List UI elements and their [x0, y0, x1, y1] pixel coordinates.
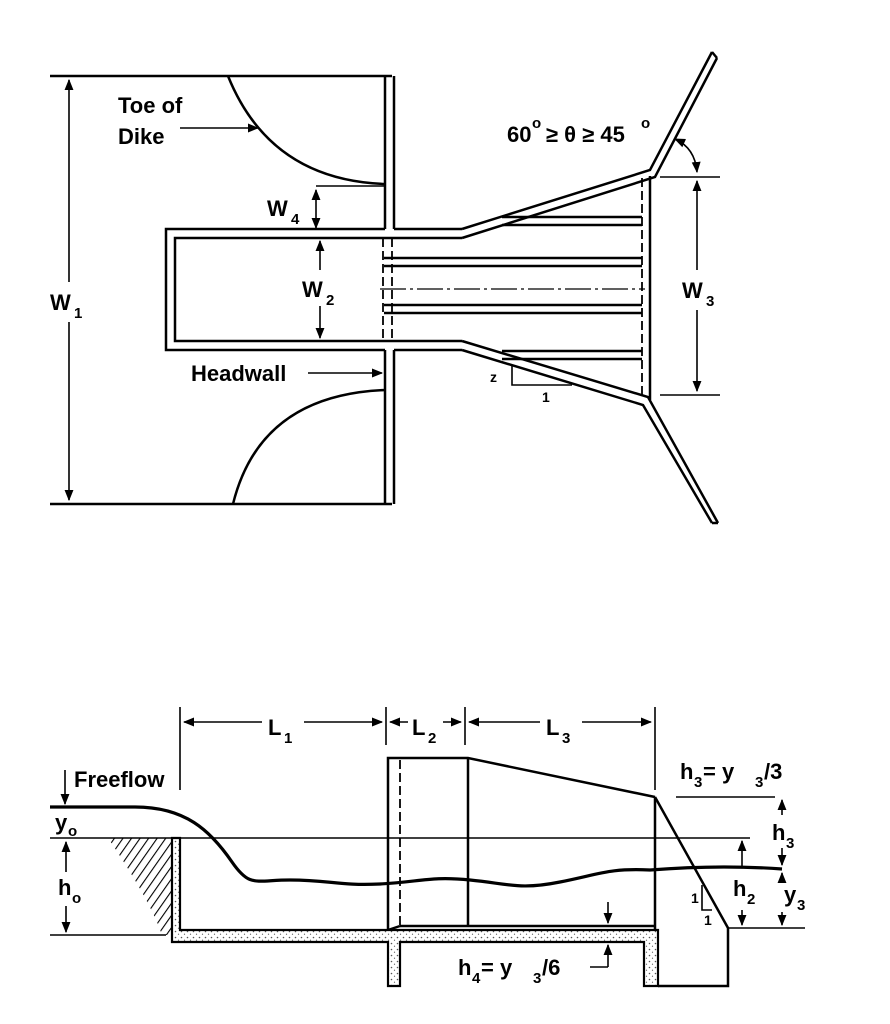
floor-block-3 — [384, 303, 642, 315]
yo-subscript: o — [68, 823, 77, 840]
basin-floor-step — [387, 924, 401, 932]
h4-eq-label-h: h — [458, 955, 471, 980]
h4-eq-label-y: = y — [481, 955, 513, 980]
angle-label-part1: 60 — [507, 122, 531, 147]
h3-subscript: 3 — [786, 835, 794, 852]
w2-label: W — [302, 277, 323, 302]
h3-label: h — [772, 820, 785, 845]
l3-label: L — [546, 715, 559, 740]
angle-degree-2: o — [641, 115, 650, 132]
h3-eq-label-end: /3 — [764, 759, 782, 784]
barrel-outer — [164, 227, 385, 352]
h2-label: h — [733, 876, 746, 901]
lower-wing-inner — [461, 339, 720, 524]
w3-subscript: 3 — [706, 293, 714, 310]
ho-subscript: o — [72, 890, 81, 907]
h4-eq-sub: 4 — [472, 970, 481, 987]
slope-1-label: 1 — [542, 389, 550, 405]
h3-eq-label-y: = y — [703, 759, 735, 784]
water-surface-profile — [50, 805, 783, 888]
profile-slope-b: 1 — [704, 912, 712, 928]
concrete-floor-slab — [170, 836, 660, 988]
h3-eq-sub2: 3 — [755, 774, 763, 791]
w4-label: W — [267, 196, 288, 221]
y3-label: y — [784, 882, 797, 907]
floor-block-1 — [502, 215, 642, 227]
profile-slope-triangle — [701, 885, 712, 911]
headwall-lower — [383, 350, 396, 504]
h3-eq-sub: 3 — [694, 774, 702, 791]
w4-subscript: 4 — [291, 211, 300, 228]
l2-label: L — [412, 715, 425, 740]
upper-wing-inner — [461, 57, 719, 240]
slope-z-label: z — [490, 369, 497, 385]
profile-barrel-top — [386, 756, 656, 930]
angle-degree-1: o — [532, 115, 541, 132]
theta-angle-arc — [673, 138, 701, 174]
ho-label: h — [58, 875, 71, 900]
plan-view: Toe of Dike 60 o ≥ θ ≥ 45 o W 1 W 4 W 2 … — [50, 51, 720, 525]
y3-subscript: 3 — [797, 897, 805, 914]
headwall-label: Headwall — [191, 361, 286, 386]
slope-triangle — [511, 366, 572, 386]
h4-eq-sub2: 3 — [533, 970, 541, 987]
h4-eq-label-end: /6 — [542, 955, 560, 980]
toe-of-dike-lower-arc — [231, 388, 386, 505]
toe-of-dike-label-line1: Toe of — [118, 93, 183, 118]
l3-subscript: 3 — [562, 730, 570, 747]
profile-view: L 1 L 2 L 3 1 1 — [50, 707, 805, 988]
l2-subscript: 2 — [428, 730, 436, 747]
headwall-upper — [383, 76, 396, 229]
w3-label: W — [682, 278, 703, 303]
floor-block-4 — [502, 349, 642, 361]
upper-wing-outer — [461, 51, 714, 231]
lower-wing-outer — [461, 348, 714, 524]
toe-of-dike-label-line2: Dike — [118, 124, 164, 149]
ground-hatching — [108, 838, 172, 935]
toe-of-dike-upper-arc — [226, 75, 386, 186]
l1-subscript: 1 — [284, 730, 292, 747]
angle-label-part2: ≥ θ ≥ 45 — [546, 122, 625, 147]
w1-label: W — [50, 290, 71, 315]
w2-subscript: 2 — [326, 292, 334, 309]
l1-label: L — [268, 715, 281, 740]
upper-wing-tip — [711, 51, 718, 59]
barrel-inner — [173, 236, 394, 343]
floor-block-2 — [384, 256, 642, 268]
h2-subscript: 2 — [747, 891, 755, 908]
end-block-outline — [653, 796, 730, 988]
freeflow-label: Freeflow — [74, 767, 165, 792]
w1-subscript: 1 — [74, 305, 82, 322]
profile-slope-a: 1 — [691, 890, 699, 906]
h3-eq-label-h: h — [680, 759, 693, 784]
yo-label: y — [55, 810, 68, 835]
